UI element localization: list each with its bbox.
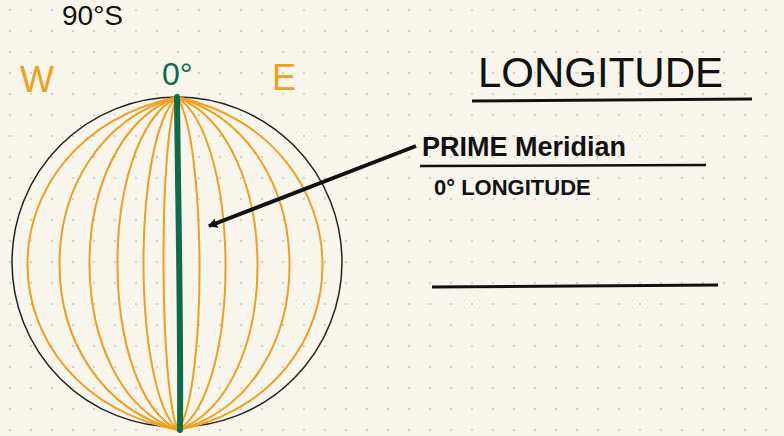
meridian-line <box>143 97 178 430</box>
term-label: PRIME Meridian <box>422 134 626 161</box>
direction-label: W <box>20 62 54 98</box>
latitude-label: 90°S <box>62 2 123 30</box>
meridian-line <box>177 97 226 430</box>
label-underline <box>420 165 706 166</box>
meridian-line <box>117 97 178 430</box>
meridian-line <box>89 97 178 430</box>
meridian-line <box>27 97 178 430</box>
definition-label: 0° LONGITUDE <box>434 177 591 199</box>
leader-arrow <box>209 146 416 226</box>
direction-label: E <box>272 60 296 96</box>
title-underline <box>472 99 752 101</box>
meridian-line <box>59 97 178 430</box>
meridian-line <box>177 97 323 430</box>
blank-answer-line <box>432 285 718 287</box>
longitude-label: 0° <box>162 58 193 90</box>
prime-meridian-line <box>177 97 180 430</box>
meridians <box>27 97 322 430</box>
title: LONGITUDE <box>478 52 723 94</box>
meridian-line <box>177 97 200 430</box>
meridian-line <box>177 97 258 430</box>
